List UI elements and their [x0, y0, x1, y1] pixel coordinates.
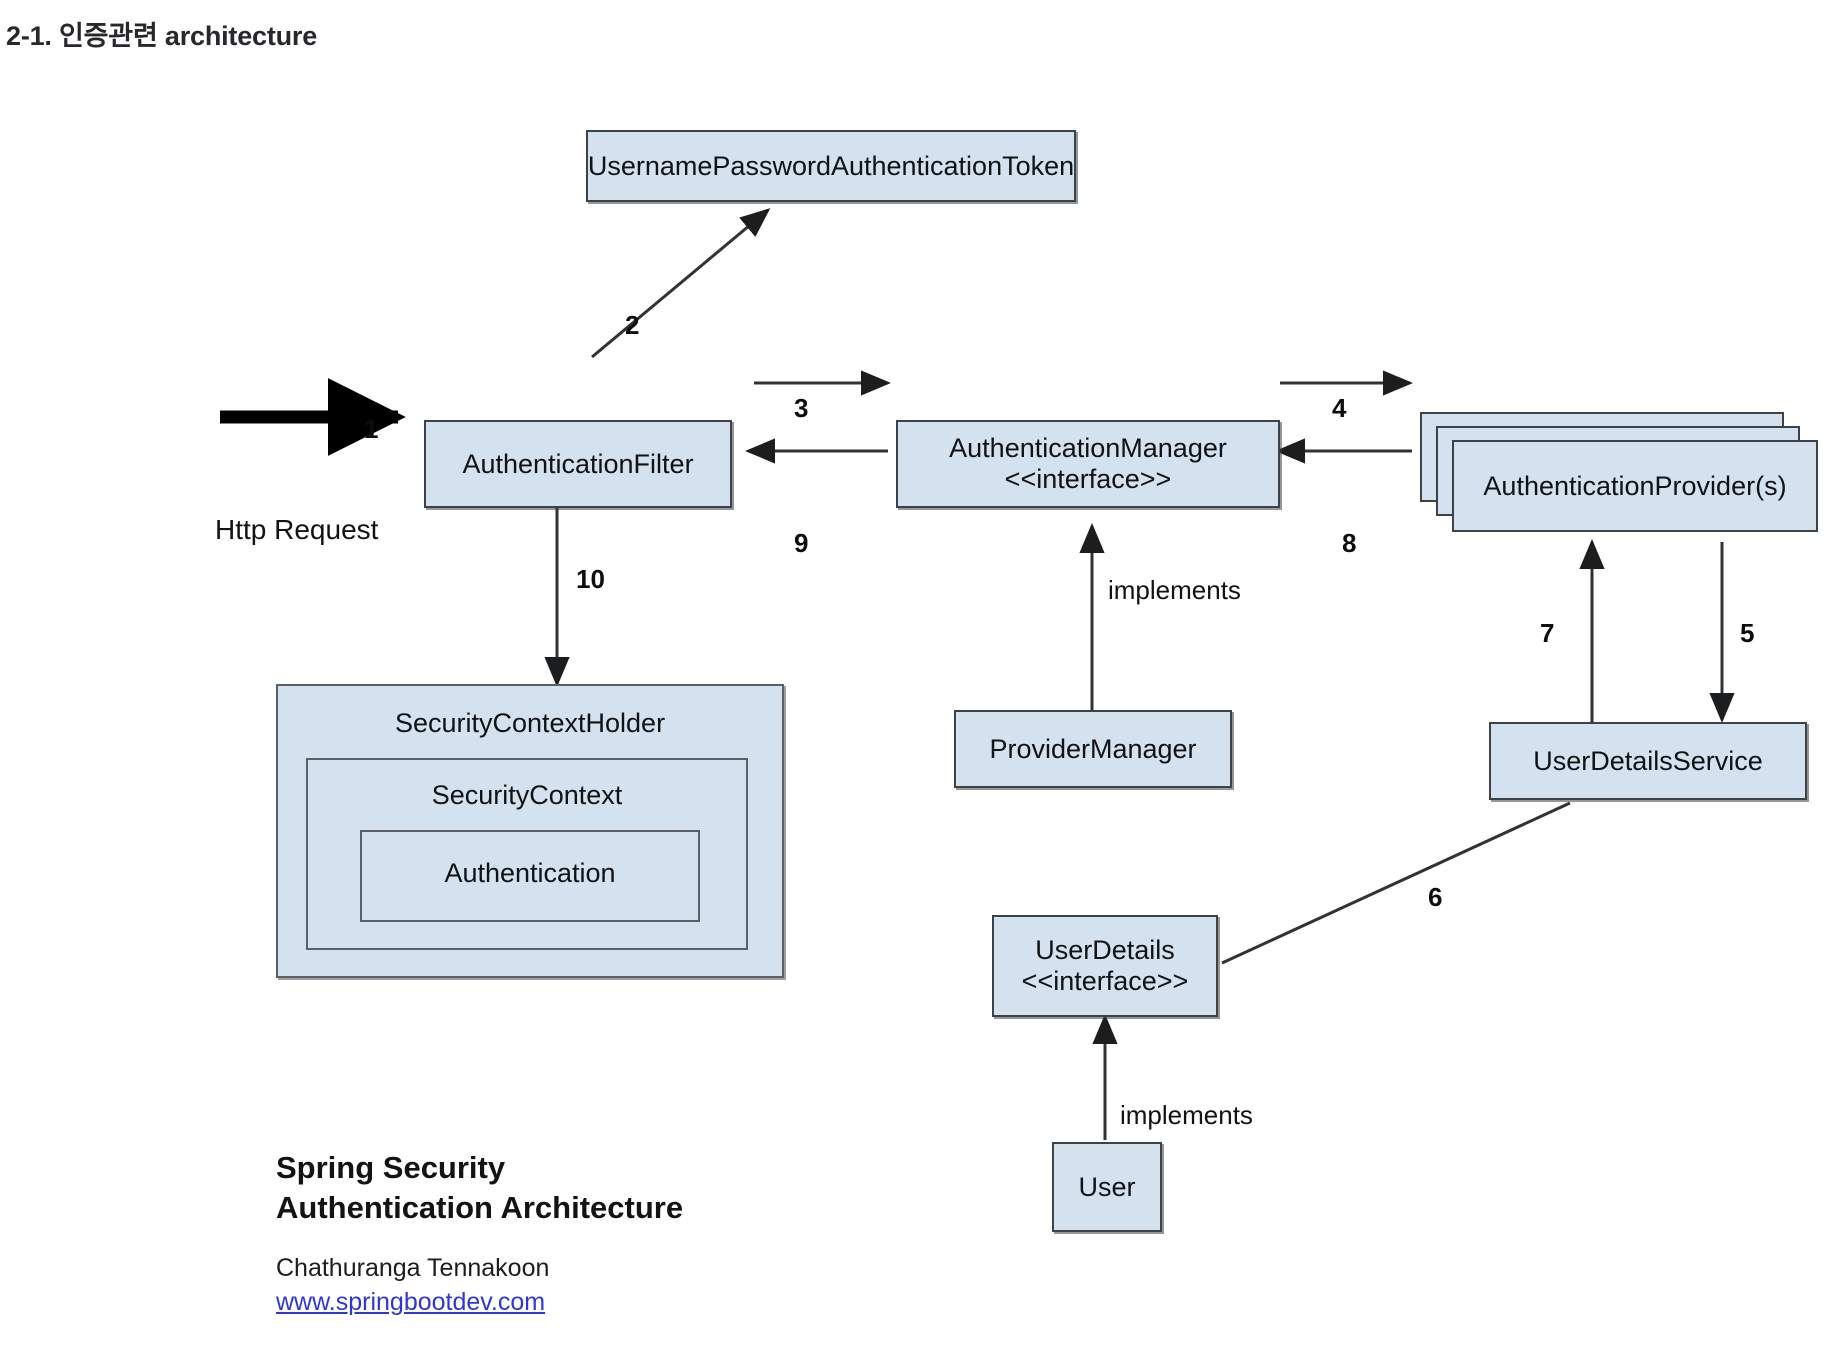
security-context-label: SecurityContext	[431, 780, 623, 810]
authentication-label: Authentication	[444, 858, 616, 888]
architecture-diagram: UsernamePasswordAuthenticationToken Http…	[0, 70, 1840, 1348]
edge-label-1: 1	[364, 414, 379, 444]
node-user-details[interactable]: UserDetails <<interface>>	[992, 915, 1218, 1017]
edge-label-6: 6	[1428, 882, 1443, 912]
node-authentication-filter[interactable]: AuthenticationFilter	[424, 420, 732, 508]
credit-title: Spring Security Authentication Architect…	[276, 1150, 684, 1225]
http-request-label: Http Request	[215, 514, 379, 545]
node-authentication[interactable]: Authentication	[360, 830, 700, 922]
edge-2-filter-to-token	[591, 208, 771, 359]
implements-label-user: implements	[1120, 1100, 1253, 1130]
edge-label-3: 3	[794, 393, 809, 423]
node-security-context[interactable]: SecurityContext Authentication	[306, 758, 748, 950]
edge-6-user-details-to-service	[1221, 801, 1571, 965]
implements-label-provider-manager: implements	[1108, 575, 1241, 605]
node-authentication-manager[interactable]: AuthenticationManager <<interface>>	[896, 420, 1280, 508]
edge-label-10: 10	[576, 564, 605, 594]
edge-label-5: 5	[1740, 618, 1755, 648]
security-context-holder-label: SecurityContextHolder	[394, 708, 666, 738]
node-security-context-holder[interactable]: SecurityContextHolder SecurityContext Au…	[276, 684, 784, 978]
node-authentication-providers[interactable]: AuthenticationProvider(s)	[1420, 412, 1820, 542]
edge-label-4: 4	[1332, 393, 1347, 423]
edge-label-2: 2	[625, 310, 640, 340]
credit-author: Chathuranga Tennakoon	[276, 1254, 550, 1282]
node-user[interactable]: User	[1052, 1142, 1162, 1232]
node-user-details-service[interactable]: UserDetailsService	[1489, 722, 1807, 800]
edge-label-7: 7	[1540, 618, 1555, 648]
page-title: 2-1. 인증관련 architecture	[6, 21, 318, 51]
edge-label-8: 8	[1342, 528, 1357, 558]
edge-label-9: 9	[794, 528, 809, 558]
credit-website-link[interactable]: www.springbootdev.com	[276, 1288, 546, 1316]
authentication-provider-front[interactable]: AuthenticationProvider(s)	[1452, 440, 1818, 532]
node-provider-manager[interactable]: ProviderManager	[954, 710, 1232, 788]
node-username-password-authentication-token[interactable]: UsernamePasswordAuthenticationToken	[586, 130, 1076, 202]
